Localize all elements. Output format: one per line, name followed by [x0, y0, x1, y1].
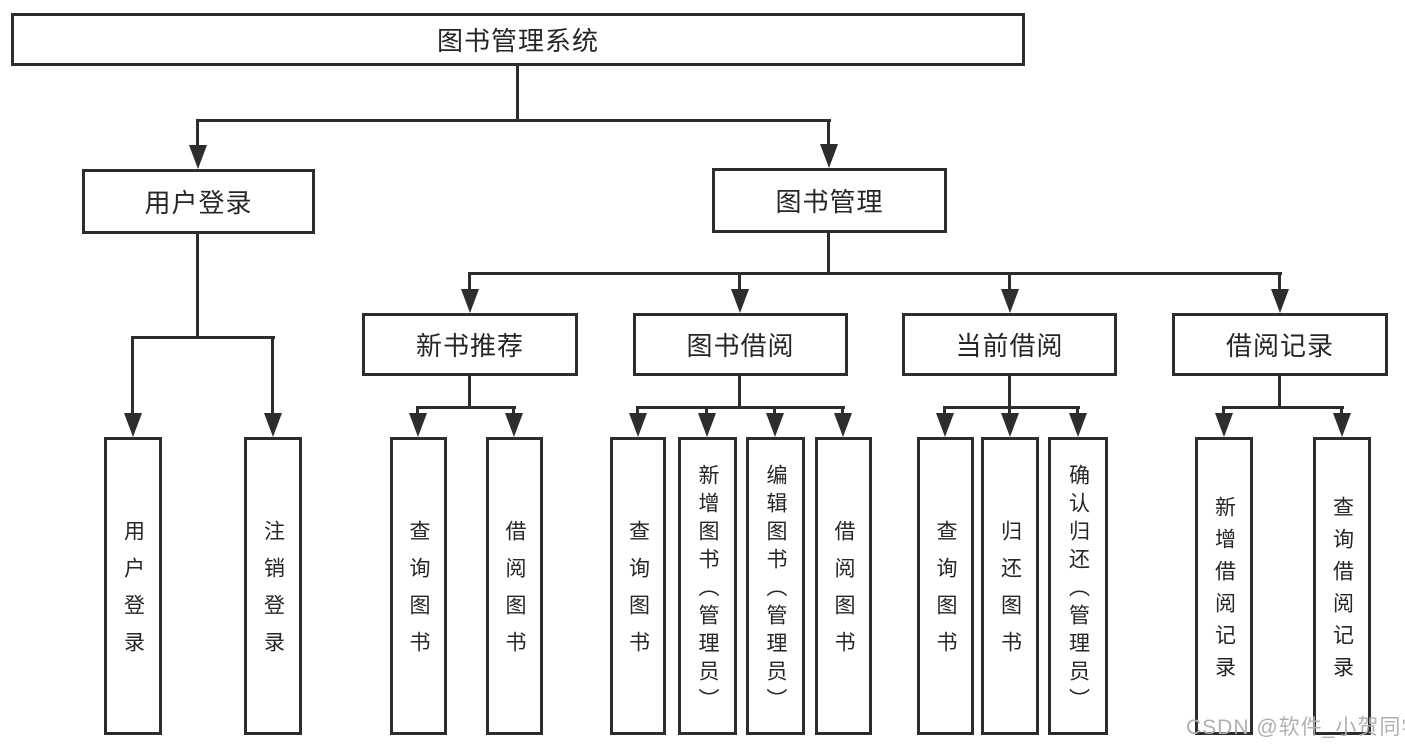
- node-leaf-bb-add-book: 新增图书（管理员）: [678, 437, 737, 735]
- node-leaf-bb-borrow-book: 借阅图书: [815, 437, 872, 735]
- node-book-borrow: 图书借阅: [633, 313, 848, 376]
- arrow-down-icon: [504, 406, 523, 437]
- node-leaf-br-add-record: 新增借阅记录: [1195, 437, 1253, 735]
- node-book-management: 图书管理: [712, 168, 947, 233]
- node-leaf-bb-query-book-label: 查询图书: [626, 520, 650, 668]
- node-leaf-br-query-record: 查询借阅记录: [1313, 437, 1371, 735]
- node-borrow-records: 借阅记录: [1172, 313, 1388, 376]
- node-leaf-logout: 注销登录: [244, 437, 302, 735]
- node-book-borrow-label: 图书借阅: [686, 331, 795, 361]
- node-leaf-cb-return-book: 归还图书: [981, 437, 1039, 735]
- node-new-book-recommend: 新书推荐: [362, 313, 578, 376]
- connector-cb-vertical: [1008, 374, 1011, 409]
- node-current-borrow: 当前借阅: [902, 313, 1117, 376]
- node-leaf-user-login-label: 用户登录: [121, 520, 145, 668]
- connector-cb-horizontal: [943, 406, 1080, 409]
- connector-bb-vertical: [738, 374, 741, 409]
- node-user-login-label: 用户登录: [144, 188, 253, 218]
- node-root: 图书管理系统: [11, 13, 1025, 66]
- node-leaf-bb-borrow-book-label: 借阅图书: [832, 520, 855, 668]
- node-new-book-recommend-label: 新书推荐: [415, 331, 524, 361]
- connector-user-login-horizontal: [131, 336, 275, 339]
- node-leaf-cb-query-book-label: 查询图书: [934, 520, 957, 668]
- arrow-down-icon: [263, 336, 282, 437]
- node-borrow-records-label: 借阅记录: [1225, 331, 1334, 361]
- node-leaf-cb-query-book: 查询图书: [917, 437, 974, 735]
- arrow-down-icon: [408, 406, 427, 437]
- node-leaf-logout-label: 注销登录: [261, 520, 285, 668]
- arrow-down-icon: [1000, 406, 1019, 437]
- node-leaf-user-login: 用户登录: [104, 437, 162, 735]
- arrow-down-icon: [833, 406, 852, 437]
- connector-nbr-vertical: [468, 374, 471, 409]
- arrow-down-icon: [1214, 406, 1233, 437]
- arrow-down-icon: [697, 406, 716, 437]
- arrow-down-icon: [1332, 406, 1351, 437]
- arrow-down-icon: [460, 272, 479, 313]
- node-leaf-bb-add-book-label: 新增图书（管理员）: [696, 463, 719, 716]
- node-leaf-bb-query-book: 查询图书: [610, 437, 666, 735]
- node-leaf-bb-edit-book: 编辑图书（管理员）: [746, 437, 805, 735]
- connector-br-horizontal: [1222, 406, 1344, 409]
- node-leaf-br-add-record-label: 新增借阅记录: [1212, 495, 1236, 688]
- arrow-down-icon: [935, 406, 954, 437]
- node-user-login: 用户登录: [82, 169, 315, 234]
- node-leaf-cb-return-book-label: 归还图书: [998, 520, 1022, 668]
- node-leaf-bb-edit-book-label: 编辑图书（管理员）: [764, 463, 787, 716]
- connector-book-mgmt-vertical: [827, 233, 830, 275]
- connector-root-vertical: [516, 66, 519, 122]
- node-current-borrow-label: 当前借阅: [955, 331, 1064, 361]
- connector-root-horizontal: [196, 119, 831, 122]
- arrow-down-icon: [730, 272, 749, 313]
- arrow-down-icon: [188, 119, 207, 169]
- connector-br-vertical: [1278, 374, 1281, 409]
- arrow-down-icon: [1000, 272, 1019, 313]
- node-leaf-br-query-record-label: 查询借阅记录: [1330, 495, 1354, 688]
- arrow-down-icon: [765, 406, 784, 437]
- node-root-label: 图书管理系统: [436, 26, 599, 56]
- node-leaf-nbr-query-book: 查询图书: [390, 437, 447, 735]
- connector-level3-horizontal: [468, 272, 1282, 275]
- arrow-down-icon: [123, 336, 142, 437]
- arrow-down-icon: [819, 119, 838, 168]
- arrow-down-icon: [628, 406, 647, 437]
- node-book-management-label: 图书管理: [775, 187, 884, 217]
- connector-bb-horizontal: [636, 406, 845, 409]
- node-leaf-nbr-query-book-label: 查询图书: [407, 520, 430, 668]
- arrow-down-icon: [1068, 406, 1087, 437]
- connector-nbr-horizontal: [416, 406, 516, 409]
- node-leaf-nbr-borrow-book: 借阅图书: [486, 437, 543, 735]
- node-leaf-nbr-borrow-book-label: 借阅图书: [503, 520, 526, 668]
- node-leaf-cb-confirm-return-label: 确认归还（管理员）: [1066, 463, 1090, 716]
- node-leaf-cb-confirm-return: 确认归还（管理员）: [1048, 437, 1108, 735]
- connector-user-login-vertical: [196, 234, 199, 339]
- arrow-down-icon: [1270, 272, 1289, 313]
- csdn-watermark: CSDN @软件_小贺同学: [1186, 716, 1405, 739]
